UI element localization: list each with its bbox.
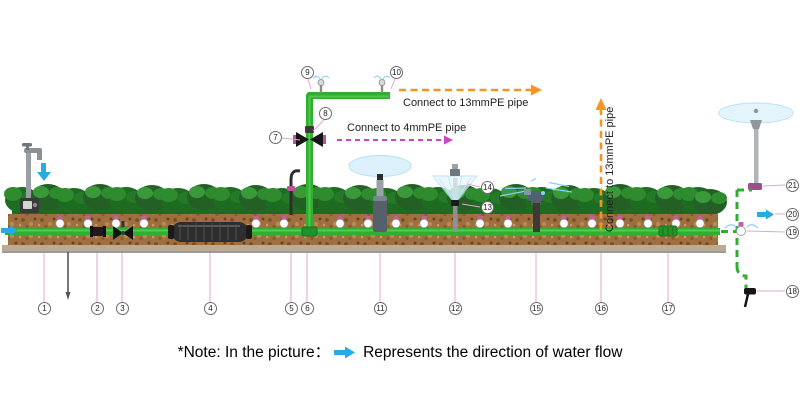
valve-3: [113, 221, 133, 240]
pipe-coupler-17: [658, 225, 678, 237]
tap-assembly: [22, 143, 42, 202]
green-dashed-pipe: [721, 188, 752, 290]
callout-12: 12: [449, 302, 462, 315]
callout-5: 5: [285, 302, 298, 315]
callout-18: 18: [786, 285, 799, 298]
callout-3: 3: [116, 302, 129, 315]
filter-unit-4: [168, 222, 252, 242]
callout-7: 7: [269, 131, 282, 144]
callout-1: 1: [38, 302, 51, 315]
orange-dashed-pipe-top: [399, 84, 542, 96]
micro-sprinkler-12: [431, 164, 479, 232]
stake-dripper-5: [287, 169, 301, 215]
callout-leaders: [43, 78, 786, 302]
callout-10: 10: [390, 66, 403, 79]
hedge: [4, 184, 727, 215]
note-suffix: Represents the direction of water flow: [363, 344, 623, 361]
water-flow-down-arrow-icon: [37, 163, 51, 181]
callout-4: 4: [204, 302, 217, 315]
water-flow-left-arrow-icon: [1, 225, 18, 236]
callout-6: 6: [301, 302, 314, 315]
main-pipe: [5, 228, 720, 235]
note-text: *Note: In the picture： Represents the dir…: [0, 340, 800, 362]
pipe-connector-2: [90, 226, 106, 237]
label-connect-13mm-top: Connect to 13mmPE pipe: [403, 97, 529, 109]
callout-21: 21: [786, 179, 799, 192]
label-connect-4mm: Connect to 4mmPE pipe: [347, 122, 467, 134]
water-flow-right-arrow-icon: [757, 209, 774, 220]
callout-13: 13: [481, 201, 494, 214]
callout-16: 16: [595, 302, 608, 315]
riser-pipe: [306, 92, 390, 232]
callout-19: 19: [786, 226, 799, 239]
impact-sprinkler-15: [499, 177, 573, 232]
callout-17: 17: [662, 302, 675, 315]
dripper-18: [743, 288, 756, 308]
callout-8: 8: [319, 107, 332, 120]
water-flow-arrow-icon: [334, 346, 356, 359]
callout-11: 11: [374, 302, 387, 315]
valve-8: [293, 126, 326, 147]
pop-up-sprinkler-11: [348, 155, 412, 232]
sprinkler-head-19: [724, 222, 759, 236]
callout-9: 9: [301, 66, 314, 79]
timer-unit: [20, 198, 39, 213]
sprinkler-9-icon: [312, 75, 330, 94]
sprinkler-10-icon: [373, 75, 391, 94]
callout-14: 14: [481, 181, 494, 194]
callout-20: 20: [786, 208, 799, 221]
label-connect-13mm-vertical: Connect to 13mmPE pipe: [604, 106, 616, 232]
note-prefix: *Note: In the picture：: [177, 344, 331, 361]
callout-15: 15: [530, 302, 543, 315]
magenta-dashed-pipe: [337, 135, 453, 145]
right-sprinkler-assembly: [718, 102, 794, 190]
orange-dashed-pipe-vertical: [595, 98, 607, 230]
callout-2: 2: [91, 302, 104, 315]
dripper-stake-below: [65, 252, 71, 300]
tee-fitting-6: [301, 226, 318, 237]
